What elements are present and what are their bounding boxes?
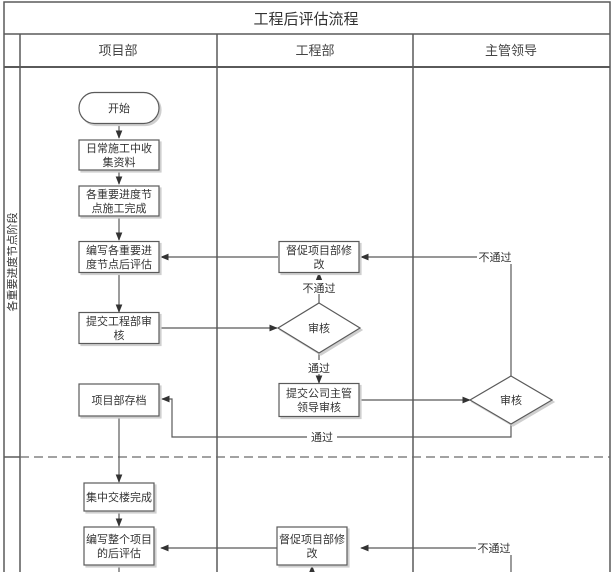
node-text: 编写整个项目 — [86, 532, 152, 546]
process-shape — [78, 139, 160, 171]
node-text: 审核 — [500, 393, 522, 407]
node-text: 开始 — [108, 101, 130, 115]
node-handover: 集中交楼完成 — [83, 482, 155, 512]
node-text: 的后评估 — [97, 546, 141, 560]
diagram-title: 工程后评估流程 — [253, 10, 358, 28]
process-shape — [78, 311, 160, 345]
node-archive: 项目部存档 — [78, 383, 160, 417]
edge-label-pass-1: 通过 — [308, 362, 330, 375]
lane-header-supervisor: 主管领导 — [485, 44, 537, 59]
node-review-lead: 审核 — [468, 375, 554, 425]
node-text: 日常施工中收 — [86, 141, 152, 155]
node-text: 项目部存档 — [92, 393, 147, 407]
node-text: 审核 — [308, 321, 330, 335]
node-text: 改 — [307, 546, 318, 560]
edge-reviewlead-pass — [161, 395, 512, 438]
node-start: 开始 — [78, 91, 160, 125]
edge-labels: 不通过 通过 不通过 通过 不通过 — [301, 250, 513, 555]
node-text: 度节点后评估 — [86, 257, 152, 271]
node-text: 督促项目部修 — [286, 243, 352, 257]
node-review-eng: 审核 — [276, 302, 362, 354]
decision-shape — [276, 302, 362, 354]
node-text: 领导审核 — [297, 400, 341, 414]
node-text: 各重要进度节 — [86, 187, 152, 201]
node-text: 集中交楼完成 — [86, 490, 152, 504]
node-text: 核 — [114, 328, 125, 342]
node-text: 提交工程部审 — [86, 314, 152, 328]
node-text: 集资料 — [103, 155, 136, 169]
node-text: 督促项目部修 — [279, 532, 345, 546]
process-shape — [278, 240, 360, 274]
process-shape — [78, 383, 160, 417]
edges — [115, 124, 512, 572]
node-text: 改 — [314, 257, 325, 271]
edge-label-fail-1: 不通过 — [303, 282, 336, 295]
process-shape — [83, 526, 155, 566]
decision-shape — [468, 375, 554, 425]
node-text: 编写各重要进 — [86, 243, 152, 257]
process-shape — [278, 382, 360, 418]
nodes: 开始日常施工中收集资料各重要进度节点施工完成编写各重要进度节点后评估提交工程部审… — [78, 91, 554, 566]
node-text: 提交公司主管 — [286, 386, 352, 400]
process-shape — [78, 185, 160, 217]
process-shape — [78, 240, 160, 274]
lane-header-project-dept: 项目部 — [98, 44, 137, 59]
edge-label-fail-2: 不通过 — [479, 251, 512, 264]
edge-label-fail-3: 不通过 — [478, 542, 511, 555]
terminator-shape — [78, 91, 160, 125]
node-text: 点施工完成 — [92, 201, 147, 215]
edge-label-pass-2: 通过 — [311, 431, 333, 444]
phase-label: 各重要进度节点阶段 — [5, 213, 19, 312]
process-shape — [83, 482, 155, 512]
lane-header-engineering-dept: 工程部 — [295, 44, 334, 59]
process-shape — [276, 526, 348, 566]
